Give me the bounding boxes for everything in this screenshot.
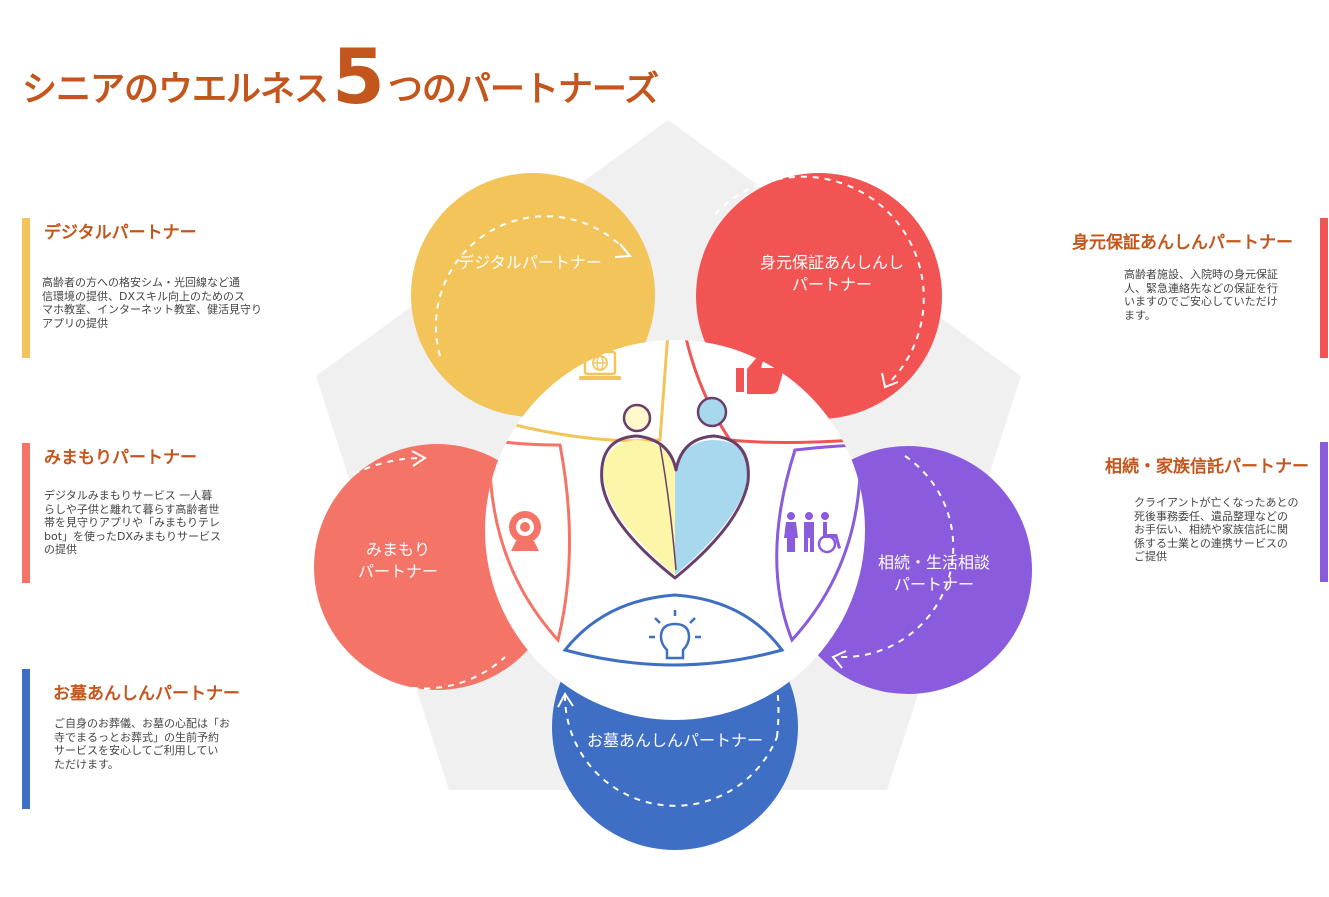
page-title: シニアのウエルネス 5 つのパートナーズ — [22, 32, 659, 121]
title-suffix: つのパートナーズ — [387, 70, 659, 110]
digital-heading: デジタルパートナー — [44, 223, 197, 243]
mimoto-circle-label-line1: 身元保証あんしんし — [760, 253, 904, 272]
ohaka-description: ご自身のお葬儀、お墓の心配は「お寺でまるっとお葬式」の生前予約サービスを安心して… — [54, 717, 230, 771]
mimoto-partner-info: 身元保証あんしんパートナー 高齢者施設、入院時の身元保証人、緊急連絡先などの保証… — [1040, 218, 1329, 358]
mimamori-heading: みまもりパートナー — [44, 448, 197, 468]
mimoto-heading: 身元保証あんしんパートナー — [1072, 233, 1293, 253]
thumbs-up-icon — [736, 354, 783, 394]
title-prefix: シニアのウエルネス — [22, 70, 329, 110]
mimamori-arrowhead — [411, 450, 427, 467]
mimamori-circle-label-line2: パートナー — [358, 562, 438, 581]
souzoku-circle-label-line1: 相続・生活相談 — [878, 553, 990, 572]
webcam-icon — [509, 511, 541, 551]
souzoku-partner-info: 相続・家族信託パートナー クライアントが亡くなったあとの死後事務委任、遺品整理な… — [1040, 442, 1329, 582]
mimamori-circle-label-line1: みまもり — [366, 540, 430, 559]
souzoku-heading: 相続・家族信託パートナー — [1105, 457, 1309, 477]
mimamori-partner-info: みまもりパートナー デジタルみまもりサービス 一人暮らしや子供と離れて暮らす高齢… — [22, 443, 282, 583]
ohaka-color-bar — [22, 669, 30, 809]
title-number: 5 — [332, 32, 385, 121]
mimoto-arrowhead — [881, 372, 899, 389]
souzoku-arrowhead — [831, 650, 847, 669]
mimamori-description: デジタルみまもりサービス 一人暮らしや子供と離れて暮らす高齢者世帯を見守りアプリ… — [44, 489, 222, 556]
ohaka-petal — [562, 593, 785, 667]
ohaka-heading: お墓あんしんパートナー — [53, 684, 240, 704]
digital-circle-label: デジタルパートナー — [458, 253, 602, 272]
mimoto-circle-label-line2: パートナー — [792, 275, 872, 294]
souzoku-circle-label-line2: パートナー — [894, 575, 974, 594]
digital-color-bar — [22, 218, 30, 358]
digital-partner-info: デジタルパートナー 高齢者の方への格安シム・光回線など通信環境の提供、DXスキル… — [22, 218, 282, 358]
mimoto-color-bar — [1320, 218, 1328, 358]
laptop-globe-icon — [579, 350, 621, 380]
digital-arrowhead — [614, 243, 633, 258]
souzoku-color-bar — [1320, 442, 1328, 582]
ohaka-circle-label: お墓あんしんパートナー — [587, 731, 763, 750]
digital-description: 高齢者の方への格安シム・光回線など通信環境の提供、DXスキル向上のためのスマホ教… — [42, 276, 262, 330]
mimoto-description: 高齢者施設、入院時の身元保証人、緊急連絡先などの保証を行いますのでご安心していた… — [1124, 268, 1278, 322]
souzoku-description: クライアントが亡くなったあとの死後事務委任、遺品整理などのお手伝い、相続や家族信… — [1134, 496, 1299, 563]
mimamori-color-bar — [22, 443, 30, 583]
digital-circle: デジタルパートナー — [411, 173, 655, 417]
lightbulb-icon — [649, 610, 701, 660]
family-wheelchair-icon — [784, 512, 841, 554]
ohaka-partner-info: お墓あんしんパートナー ご自身のお葬儀、お墓の心配は「お寺でまるっとお葬式」の生… — [22, 669, 282, 809]
heart-people-logo — [600, 396, 750, 580]
ohaka-arrowhead — [557, 692, 574, 708]
